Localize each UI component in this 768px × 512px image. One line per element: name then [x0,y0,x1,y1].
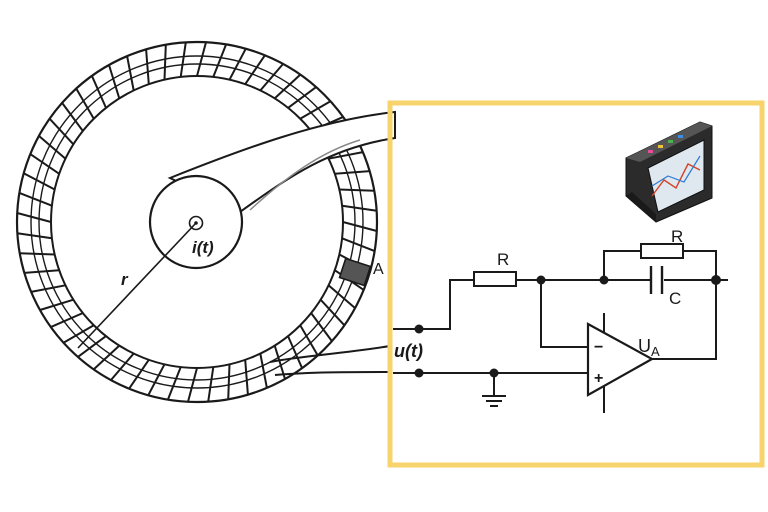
coil-winding [77,335,107,358]
coil-winding [207,366,215,402]
coil-winding [341,237,375,253]
coil-winding [342,221,377,232]
coil-winding [50,312,84,329]
coil-winding [310,312,333,342]
coil-windings [17,42,377,402]
coil-winding [274,73,301,100]
coil-winding [23,172,56,191]
oscilloscope-device-icon [625,121,713,223]
feedback-resistor-wire-left [603,250,641,280]
coil-winding [259,63,284,92]
coil-winding [166,366,182,400]
coil-winding [163,44,167,80]
conductor-shading [249,139,361,211]
coil-winding [39,298,74,311]
coil-lead-bottom [274,371,391,376]
coil-winding [17,212,52,223]
input-resistor [473,271,517,287]
coil-winding [93,344,120,371]
coil-winding [179,42,187,78]
opamp-minus-label: − [594,339,603,356]
coil-winding [328,151,364,160]
coil-winding [244,54,266,85]
coil-winding [24,269,60,274]
capacitor-label: C [669,289,681,308]
coil-outer-edge [15,40,379,404]
coil-winding [319,299,346,326]
coil-winding [61,102,84,132]
output-voltage-base: U [638,336,651,356]
coil-inner-edge-outer [38,63,356,381]
coil-winding [145,49,150,85]
coil-winding [299,100,332,120]
coil-winding [62,324,95,344]
input-resistor-label: R [497,250,509,269]
feedback-capacitor [649,266,664,294]
coil-winding [339,188,375,192]
integrator-highlight-frame [387,100,765,468]
feedback-resistor-wire-right [683,250,717,280]
coil-winding [108,64,121,99]
ground-icon [482,395,506,407]
coil-winding [227,364,231,400]
coil-winding [287,335,304,369]
coil-winding [299,324,319,357]
coil-winding [19,191,53,207]
feedback-resistor [640,243,684,259]
feedback-resistor-label: R [671,227,683,246]
coil-winding [38,135,67,160]
coil-winding [147,363,166,396]
output-voltage-sub: A [651,344,660,359]
integrator-circuit [393,243,728,413]
coil-winding [341,204,377,212]
coil-winding [17,232,53,240]
output-wire [652,280,717,360]
coil-winding [244,359,249,395]
coil-winding [110,352,135,381]
inverting-input-wire [540,280,588,348]
coil-lead-top [269,345,391,363]
input-wire-top [393,279,474,330]
coil-outer-edge-inner [30,55,364,389]
coil-winding [128,359,150,390]
coil-winding [90,75,107,109]
current-label: i(t) [192,238,214,257]
area-label: A [373,261,384,278]
coil-winding [48,118,75,145]
coil-winding [75,87,95,120]
coil-winding [126,55,135,91]
coil-winding [19,252,55,256]
coil-winding [334,170,370,175]
coil-area-marker [338,257,372,287]
rogowski-coil: i(t) r A [15,40,396,404]
coil-winding [196,42,207,77]
junction-dots [414,275,721,378]
coil-winding [212,44,228,78]
coil-winding [327,284,356,309]
radius-line [77,222,197,349]
opamp-symbol [586,322,655,397]
voltage-label: u(t) [394,341,423,361]
coil-winding [29,153,60,175]
opamp-plus-label: + [594,370,603,387]
coil-winding [187,367,198,402]
coil-winding [30,284,66,293]
output-voltage-label: UA [638,336,660,359]
radius-label: r [121,270,129,289]
coil-winding [228,48,247,81]
coil-winding [259,353,268,389]
coil-winding [287,86,317,109]
